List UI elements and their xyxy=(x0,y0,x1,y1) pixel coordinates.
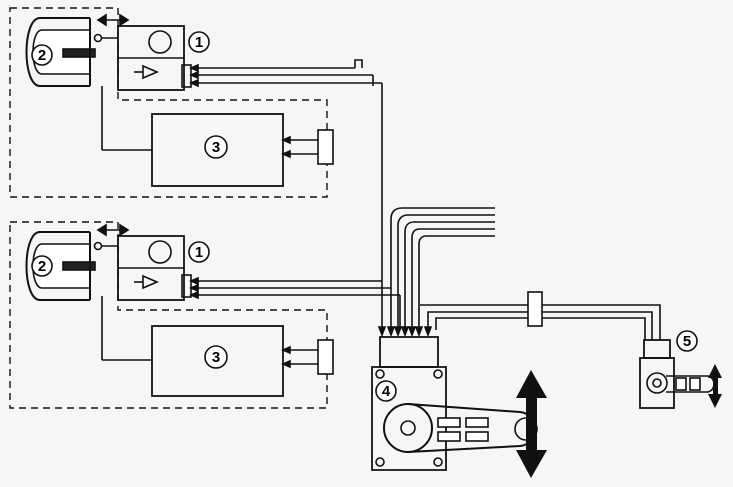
svg-text:2: 2 xyxy=(38,47,46,64)
callout-top-unit: 3 xyxy=(204,135,228,159)
axle-level-sensor xyxy=(639,339,715,409)
svg-text:1: 1 xyxy=(195,34,203,51)
top-dashed-boundary xyxy=(9,7,328,198)
svg-text:5: 5 xyxy=(683,333,691,350)
bottom-leveling-actuator xyxy=(117,235,192,301)
callout-bottom-headlamp: 2 xyxy=(31,255,53,277)
svg-text:4: 4 xyxy=(382,383,391,400)
callout-bottom-sensor: 1 xyxy=(188,241,210,263)
top-switch xyxy=(280,129,334,165)
vertical-movement-arrow xyxy=(516,370,547,478)
svg-text:2: 2 xyxy=(38,258,46,275)
main-wire-bus xyxy=(354,59,661,340)
svg-text:1: 1 xyxy=(195,244,203,261)
callout-level-sensor: 5 xyxy=(676,330,698,352)
bottom-adjust-arrow xyxy=(96,223,130,237)
svg-text:3: 3 xyxy=(212,349,220,366)
top-adjust-arrow xyxy=(96,13,130,27)
bottom-headlamp-group xyxy=(9,221,400,409)
leveling-control-module xyxy=(371,336,538,471)
sensor-movement-arrow xyxy=(708,364,722,408)
top-wire-harness xyxy=(188,63,382,88)
bottom-headlamp xyxy=(25,231,118,301)
top-control-unit xyxy=(101,86,284,187)
svg-text:3: 3 xyxy=(212,139,220,156)
top-leveling-actuator xyxy=(117,25,192,91)
callout-top-sensor: 1 xyxy=(188,31,210,53)
bottom-dashed-boundary xyxy=(9,221,328,409)
bottom-control-unit xyxy=(101,296,284,397)
callout-top-headlamp: 2 xyxy=(31,44,53,66)
bottom-wire-harness xyxy=(188,276,400,300)
callout-control-unit: 4 xyxy=(375,380,397,402)
bottom-switch xyxy=(280,339,334,375)
callout-labels: 1 2 3 1 2 3 4 5 xyxy=(31,31,698,402)
callout-bottom-unit: 3 xyxy=(204,345,228,369)
